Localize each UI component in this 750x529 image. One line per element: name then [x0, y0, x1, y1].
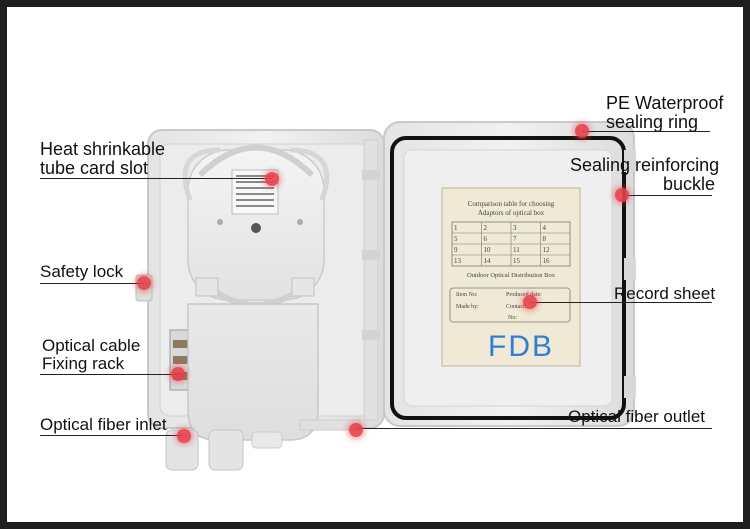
sheet-made-by: Made by: — [456, 304, 479, 310]
label-sealing-buckle-line-1: Sealing reinforcing — [570, 155, 720, 175]
splice-tray — [182, 144, 330, 308]
sheet-title-line-2: Adaptors of optical box — [477, 209, 545, 217]
sheet-produced-date: Produced date: — [506, 292, 542, 298]
sheet-grid-cell: 11 — [513, 246, 520, 254]
sheet-grid-cell: 13 — [454, 257, 461, 265]
sheet-grid-cell: 3 — [513, 224, 517, 232]
label-pe-waterproof-line-2: sealing ring — [606, 112, 699, 132]
sheet-grid-cell: 9 — [454, 246, 458, 254]
rule-safety-lock — [40, 283, 144, 284]
sheet-grid-cell: 1 — [454, 224, 458, 232]
record-sheet — [441, 187, 581, 367]
rule-sealing-buckle — [622, 195, 712, 196]
label-fiber-inlet: Optical fiber inlet — [40, 415, 167, 434]
sheet-item-no: Item No: — [456, 292, 478, 298]
marker-safety-lock — [137, 276, 151, 290]
sheet-grid-cell: 6 — [483, 235, 488, 243]
inner-cover-plate — [187, 303, 319, 441]
sheet-grid-cell: 8 — [542, 235, 547, 243]
rule-cable-rack — [40, 374, 178, 375]
sheet-grid-cell: 16 — [542, 257, 550, 265]
marker-heat-shrink — [265, 172, 279, 186]
label-cable-rack-line-1: Optical cable — [42, 336, 141, 355]
marker-sealing-buckle — [615, 188, 629, 202]
rule-record-sheet — [530, 302, 712, 303]
marker-record-sheet — [523, 295, 537, 309]
label-fiber-outlet: Optical fiber outlet — [568, 407, 706, 426]
rule-fiber-inlet — [40, 435, 182, 436]
label-heat-shrink-line-1: Heat shrinkable — [40, 139, 166, 159]
label-record-sheet: Record sheet — [614, 284, 716, 303]
sheet-grid-cell: 2 — [483, 224, 488, 232]
label-safety-lock: Safety lock — [40, 262, 124, 281]
marker-cable-rack — [171, 367, 185, 381]
sheet-grid-cell: 14 — [483, 257, 491, 265]
sheet-subtitle: Outdoor Optical Distribution Box — [467, 272, 555, 279]
sheet-no: No: — [508, 315, 517, 321]
rule-fiber-outlet — [356, 428, 712, 429]
marker-fiber-inlet — [177, 429, 191, 443]
sheet-grid-cell: 12 — [542, 246, 550, 254]
marker-fiber-outlet — [349, 423, 363, 437]
cable-glands — [165, 419, 361, 471]
sheet-grid-cell: 5 — [454, 235, 458, 243]
rule-heat-shrink — [40, 178, 272, 179]
sheet-title-line-1: Comparison table for choosing — [467, 200, 555, 208]
sheet-grid-cell: 7 — [513, 235, 517, 243]
label-pe-waterproof-line-1: PE Waterproof — [606, 93, 724, 113]
sheet-grid-cell: 4 — [542, 224, 547, 232]
rule-pe-waterproof — [582, 131, 710, 132]
marker-pe-waterproof — [575, 124, 589, 138]
sheet-contact: Contact: — [506, 304, 527, 310]
sheet-grid-cell: 10 — [483, 246, 491, 254]
brand-logo-text: FDB — [488, 330, 554, 363]
sheet-grid-cell: 15 — [513, 257, 520, 265]
label-heat-shrink-line-2: tube card slot — [40, 158, 149, 178]
label-sealing-buckle-line-2: buckle — [663, 174, 716, 194]
label-cable-rack-line-2: Fixing rack — [42, 354, 125, 373]
